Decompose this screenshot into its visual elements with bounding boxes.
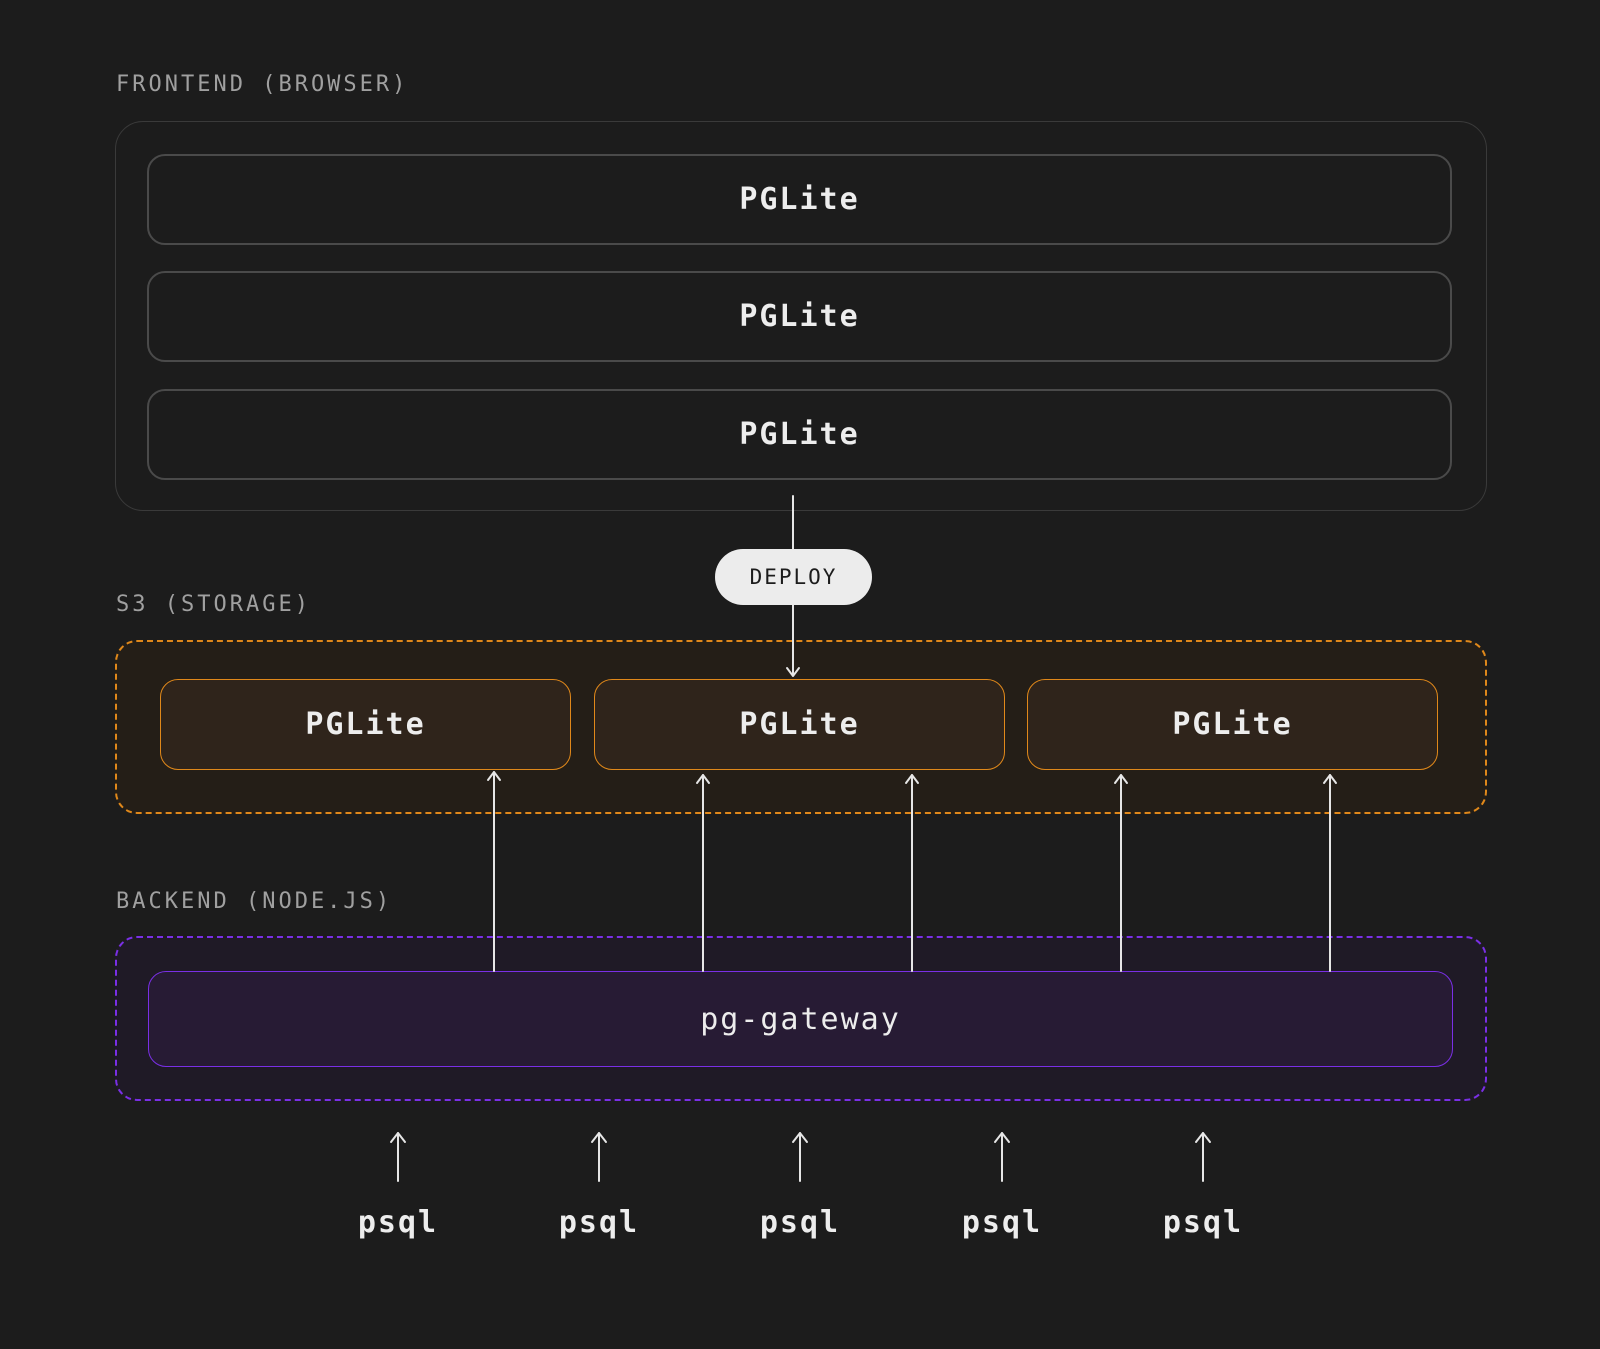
- psql-client-5: psql: [1162, 1205, 1244, 1240]
- psql-arrow-5: [1195, 1132, 1211, 1182]
- psql-arrow-4: [994, 1132, 1010, 1182]
- frontend-container: [115, 121, 1487, 511]
- psql-client-4: psql: [961, 1205, 1043, 1240]
- deploy-badge: DEPLOY: [715, 549, 872, 605]
- frontend-pglite-2[interactable]: PGLite: [147, 271, 1452, 362]
- backend-section-label: BACKEND (NODE.JS): [116, 889, 393, 914]
- psql-arrow-1: [390, 1132, 406, 1182]
- psql-arrow-3: [792, 1132, 808, 1182]
- storage-section-label: S3 (STORAGE): [116, 592, 311, 617]
- psql-client-2: psql: [558, 1205, 640, 1240]
- storage-pglite-3[interactable]: PGLite: [1027, 679, 1438, 770]
- frontend-pglite-3[interactable]: PGLite: [147, 389, 1452, 480]
- psql-client-3: psql: [759, 1205, 841, 1240]
- storage-pglite-1[interactable]: PGLite: [160, 679, 571, 770]
- psql-arrow-2: [591, 1132, 607, 1182]
- pg-gateway-box[interactable]: pg-gateway: [148, 971, 1453, 1067]
- psql-client-1: psql: [357, 1205, 439, 1240]
- frontend-pglite-1[interactable]: PGLite: [147, 154, 1452, 245]
- storage-pglite-2[interactable]: PGLite: [594, 679, 1005, 770]
- frontend-section-label: FRONTEND (BROWSER): [116, 72, 409, 97]
